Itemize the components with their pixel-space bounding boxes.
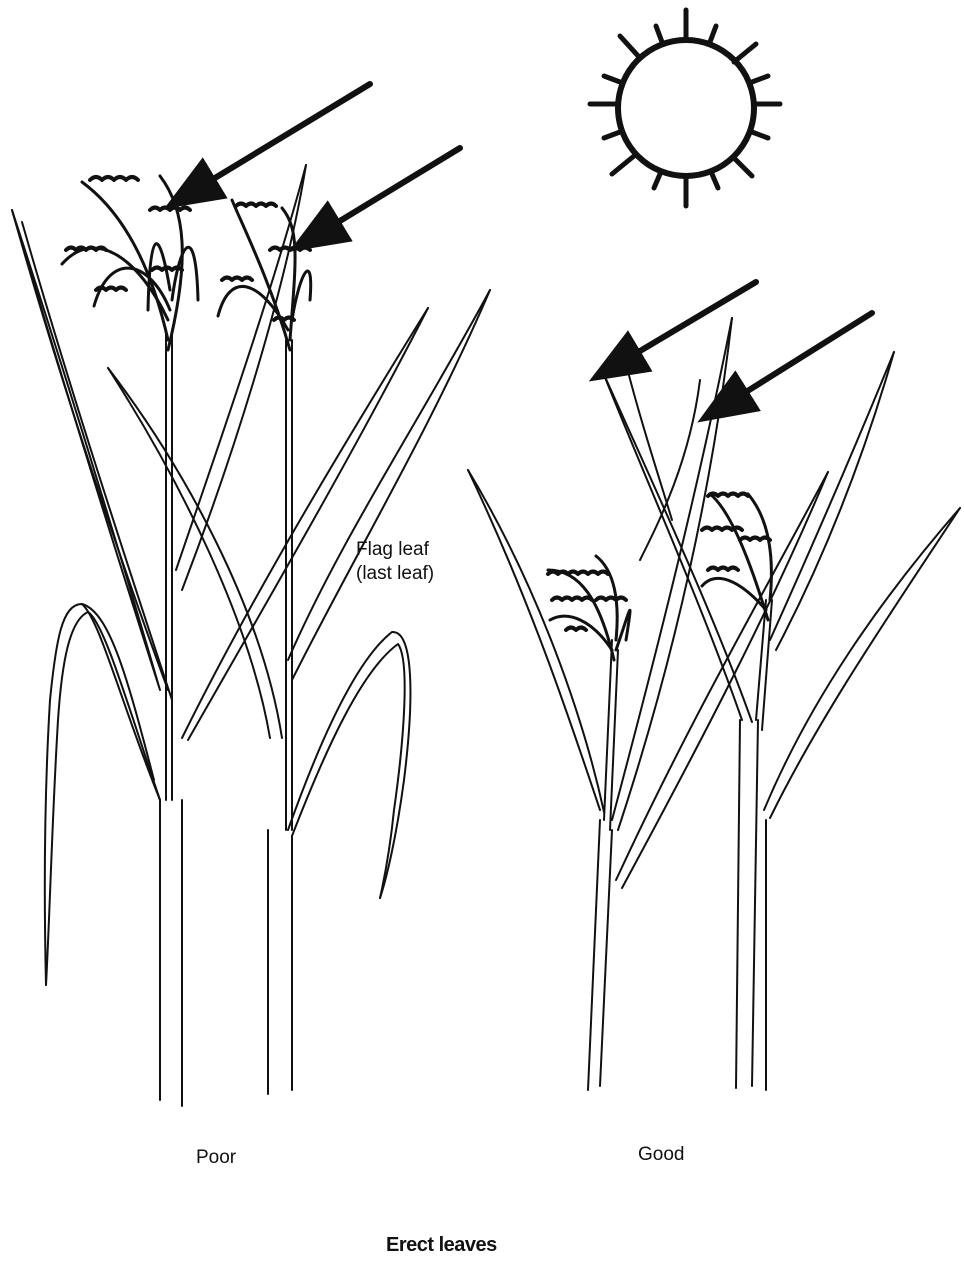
leaf [468,470,600,810]
stem [166,330,172,800]
poor-plant [12,165,490,1106]
leaf [616,472,828,880]
leaf [770,352,894,640]
flag-leaf-label: Flag leaf (last leaf) [356,538,434,586]
stem [756,600,772,730]
flag-leaf-label-line1: Flag leaf [356,538,434,562]
sun-icon [590,10,780,206]
leaf [188,308,428,740]
stem [268,830,292,1094]
panicle-icon [62,176,198,350]
drooping-leaf [45,604,160,985]
poor-caption: Poor [196,1147,236,1169]
drooping-leaf [46,612,160,985]
leaf [602,370,742,720]
figure-title: Erect leaves [386,1234,497,1257]
panicle-icon [548,556,630,660]
leaf [182,308,428,738]
good-caption: Good [638,1144,684,1166]
flag-leaf-label-line2: (last leaf) [356,562,434,586]
leaf [108,368,270,738]
stem [588,820,612,1090]
sunlight-arrow-icon [738,313,872,397]
panicle-icon [702,494,771,621]
good-plant [468,318,960,1090]
drooping-leaf [288,632,410,898]
drooping-leaf [292,644,405,898]
sunlight-arrow-icon [630,282,756,357]
stem [736,720,766,1090]
sunlight-arrow-icon [330,148,460,227]
leaf [288,290,490,660]
stem [286,340,292,830]
leaf [770,508,960,818]
panicle-icon [218,200,311,350]
leaf [624,356,672,520]
sunlight-arrows [205,84,872,397]
stem [160,800,182,1106]
sunlight-arrow-icon [205,84,370,184]
